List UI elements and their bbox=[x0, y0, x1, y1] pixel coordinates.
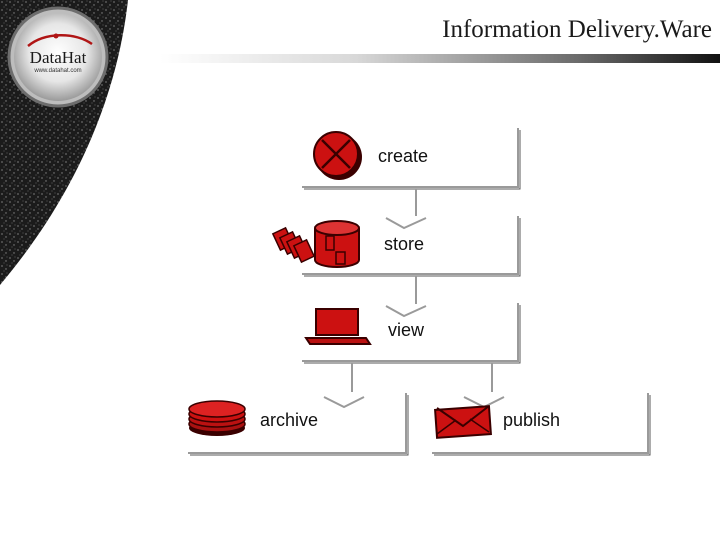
title-underline-bar bbox=[160, 54, 720, 63]
store-frame bbox=[302, 216, 519, 275]
step-label-create: create bbox=[378, 146, 429, 166]
publish-frame bbox=[432, 393, 649, 454]
logo-text: DataHat bbox=[29, 48, 87, 67]
red-circle-x-icon bbox=[313, 131, 362, 180]
database-cylinder-icon bbox=[271, 220, 360, 268]
view-frame bbox=[302, 303, 519, 362]
create-frame bbox=[302, 128, 519, 188]
step-label-publish: publish bbox=[503, 410, 561, 430]
archive-frame bbox=[188, 393, 407, 454]
arrow-to-archive bbox=[323, 396, 365, 409]
envelope-icon bbox=[434, 405, 492, 439]
page-title: Information Delivery.Ware bbox=[442, 16, 712, 43]
laptop-icon bbox=[304, 308, 372, 345]
arrow-to-view bbox=[385, 305, 427, 318]
logo-url: www.datahat.com bbox=[34, 68, 82, 74]
disk-stack-icon bbox=[188, 400, 246, 436]
logo-arc bbox=[27, 34, 93, 47]
step-label-view: view bbox=[388, 320, 425, 340]
arrow-to-store bbox=[385, 217, 427, 230]
step-label-archive: archive bbox=[260, 410, 319, 430]
step-label-store: store bbox=[384, 234, 425, 254]
